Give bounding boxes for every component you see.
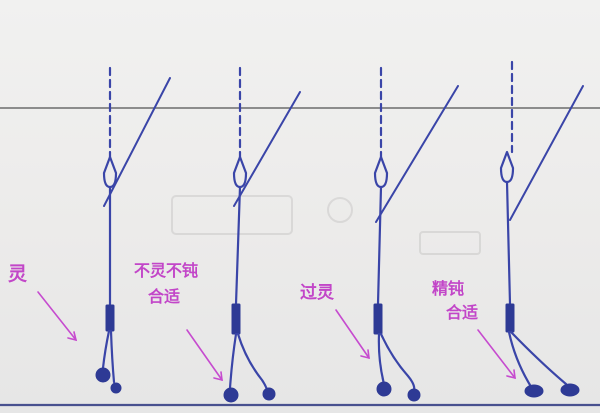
rig-4-sinker bbox=[505, 303, 515, 333]
annotation-arrows bbox=[37, 291, 516, 382]
arrow-rig-4 bbox=[477, 329, 516, 380]
label-rig-4-bottom: 合适 bbox=[446, 303, 479, 322]
rig-4-diagram bbox=[499, 60, 584, 398]
label-rig-3: 过灵 bbox=[300, 283, 334, 303]
rig-3-diagram bbox=[373, 66, 459, 402]
bleed-through-marks bbox=[171, 195, 481, 255]
label-rig-2-bottom: 合适 bbox=[148, 287, 181, 306]
rig-1-diagram bbox=[95, 66, 171, 394]
rig-1-sinker bbox=[105, 304, 115, 332]
rig-2-sinker bbox=[231, 303, 241, 335]
label-rig-4-top: 精钝 bbox=[432, 279, 465, 298]
arrow-rig-3 bbox=[335, 309, 370, 360]
arrow-rig-1 bbox=[37, 291, 78, 342]
label-rig-1: 灵 bbox=[8, 263, 28, 285]
rig-2-diagram bbox=[223, 66, 301, 403]
rig-3-sinker bbox=[373, 303, 383, 335]
label-rig-2-top: 不灵不钝 bbox=[134, 261, 199, 280]
arrow-rig-2 bbox=[186, 329, 223, 382]
